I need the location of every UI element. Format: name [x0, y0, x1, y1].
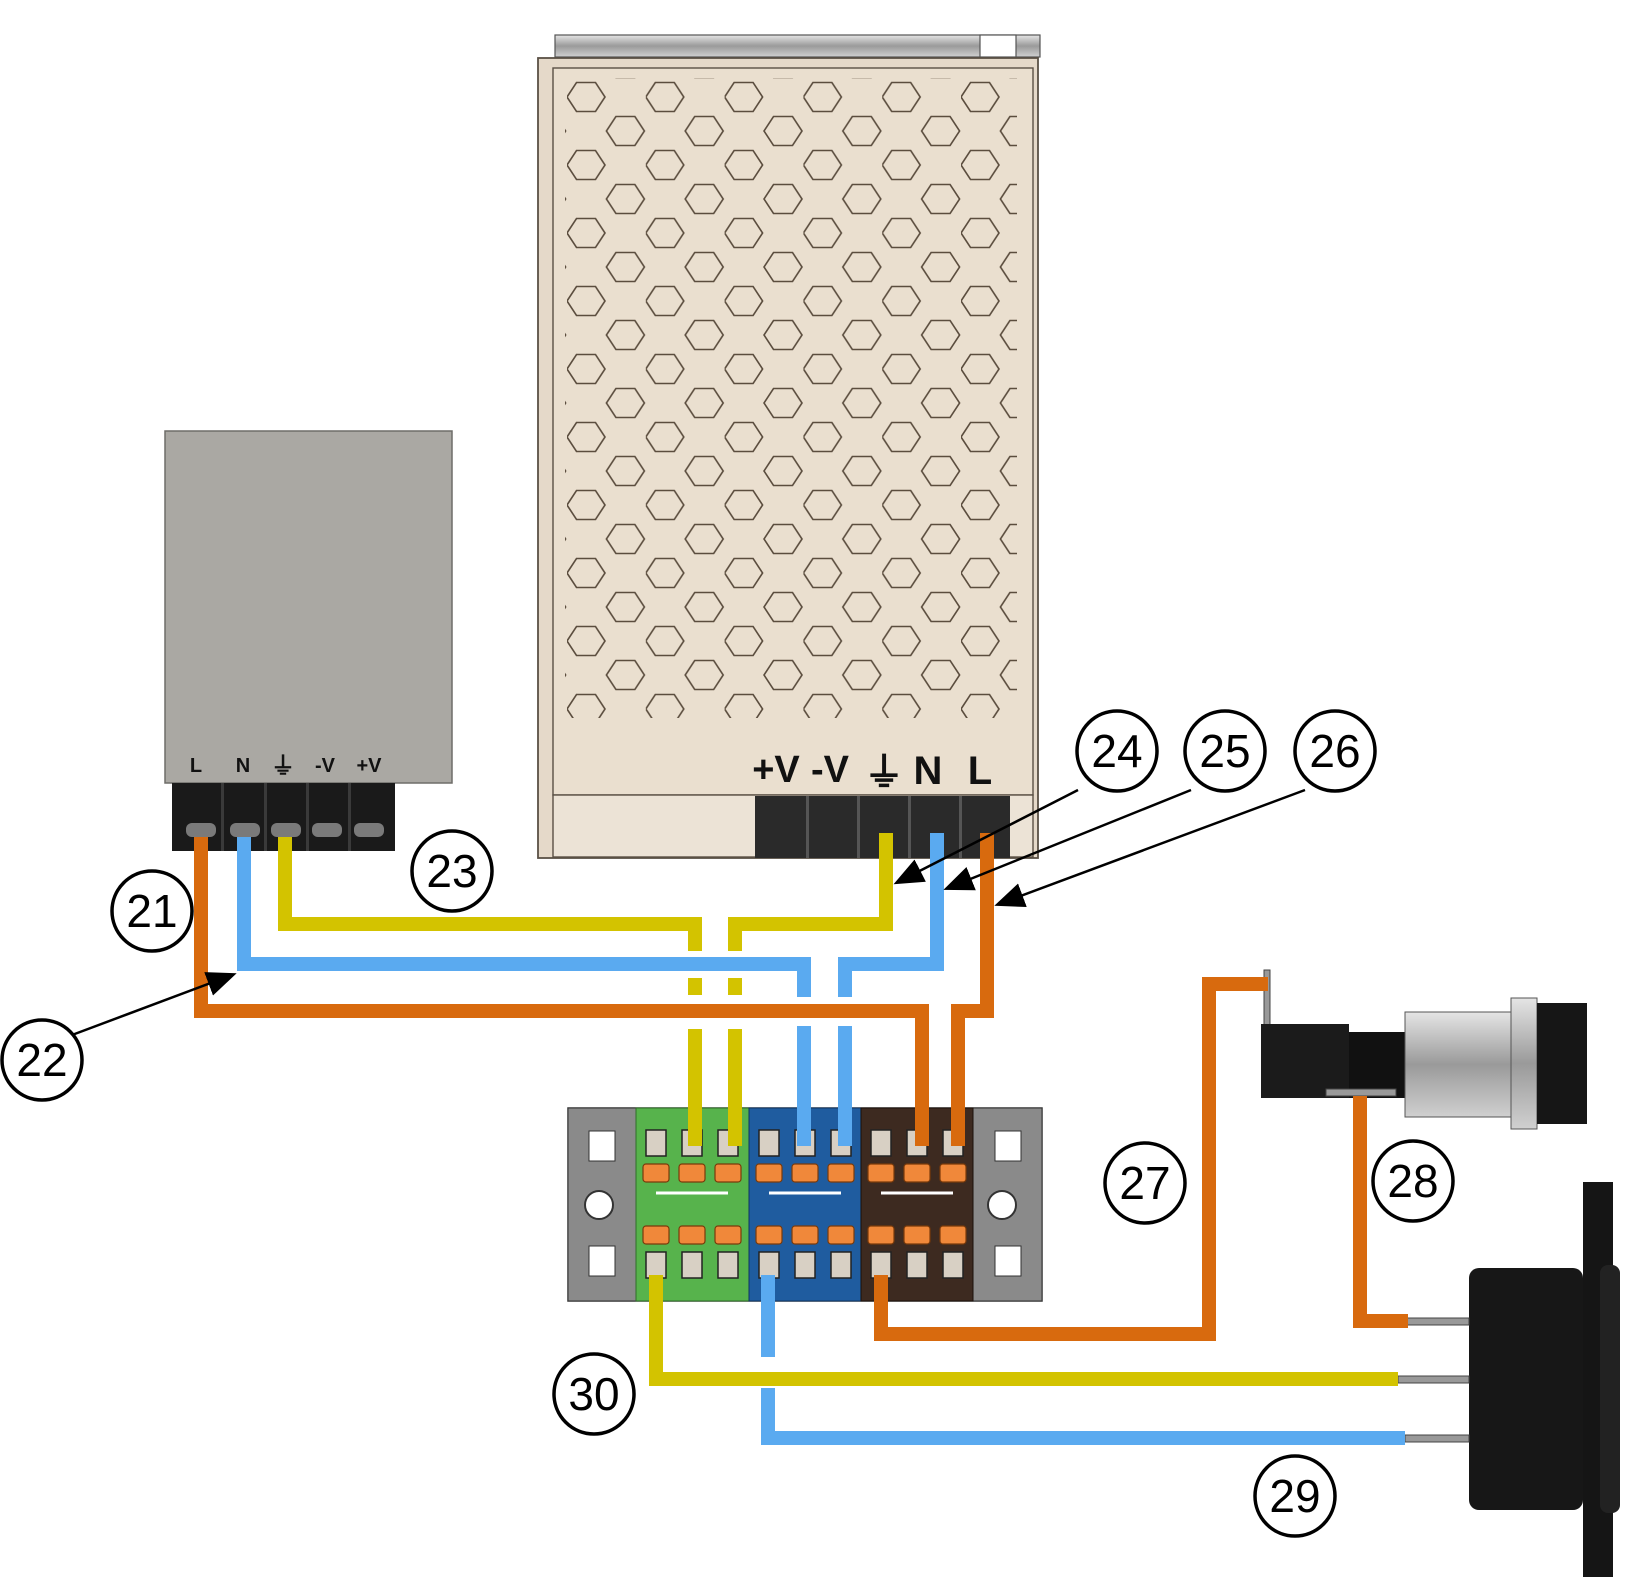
- callout-29: 29: [1253, 1454, 1337, 1538]
- wire-26-live: [951, 833, 994, 1146]
- callout-25: 25: [1183, 709, 1267, 793]
- callout-27: 27: [1103, 1141, 1187, 1225]
- end-cap-window: [994, 1130, 1022, 1162]
- iec-pin-neutral: [1404, 1434, 1470, 1443]
- wire-22-neutral: [237, 837, 811, 997]
- terminal-contact-windows: [645, 1129, 964, 1279]
- small-power-supply: L N ⏚ -V +V: [164, 430, 453, 851]
- callout-23-label: 23: [426, 845, 477, 897]
- iec-pin-live: [1404, 1317, 1470, 1326]
- fuse-holder-cap: [1537, 1003, 1587, 1124]
- callout-29-label: 29: [1269, 1470, 1320, 1522]
- callout-21-label: 21: [126, 885, 177, 937]
- end-cap-window: [588, 1245, 616, 1277]
- callout-21: 21: [110, 869, 194, 953]
- wire-25-neutral: [838, 833, 944, 997]
- callout-30: 30: [552, 1352, 636, 1436]
- small-psu-terminal-dividers: [221, 783, 351, 851]
- small-psu-label-earth: ⏚: [271, 753, 295, 780]
- large-psu-top-rail: [554, 34, 1041, 58]
- fuse-holder-shaft: [1349, 1032, 1405, 1098]
- fuse-holder-lower-tab: [1325, 1088, 1397, 1097]
- small-psu-label-minus-v: -V: [315, 755, 336, 777]
- iec-power-inlet: [1397, 1182, 1620, 1577]
- arrow-24: [893, 788, 1079, 885]
- large-psu-label-plus-v: +V: [752, 749, 800, 791]
- large-psu-label-n: N: [914, 749, 943, 793]
- large-psu-vent-grille: [565, 78, 1017, 718]
- callout-24: 24: [1075, 709, 1159, 793]
- callout-arrows: [71, 788, 1306, 1037]
- large-psu-label-minus-v: -V: [811, 749, 850, 791]
- arrow-26: [994, 788, 1306, 907]
- small-psu-body: [164, 430, 453, 784]
- wire-24-earth: [728, 833, 893, 951]
- callout-22: 22: [0, 1018, 84, 1102]
- callout-28-label: 28: [1387, 1155, 1438, 1207]
- mounting-hole-left: [584, 1190, 614, 1220]
- end-cap-window: [588, 1130, 616, 1162]
- wire-21-live: [194, 837, 929, 1146]
- wire-23-earth: [278, 837, 702, 951]
- wires: [194, 833, 1408, 1445]
- fuse-holder: [1261, 969, 1587, 1130]
- mounting-hole-right: [987, 1190, 1017, 1220]
- wire-30-earth: [649, 1275, 1398, 1386]
- fuse-holder-body: [1261, 1024, 1349, 1098]
- fuse-holder-nut: [1510, 997, 1538, 1130]
- terminal-lever-clips: [642, 1163, 967, 1245]
- small-psu-label-plus-v: +V: [356, 755, 382, 777]
- callout-25-label: 25: [1199, 725, 1250, 777]
- distribution-terminal-block: [567, 1107, 1043, 1302]
- callout-26-label: 26: [1309, 725, 1360, 777]
- arrow-25: [943, 788, 1192, 891]
- wire-29-neutral: [761, 1388, 1405, 1445]
- arrow-22: [71, 972, 237, 1037]
- callout-30-label: 30: [568, 1368, 619, 1420]
- large-psu-mount-notch: [979, 34, 1017, 58]
- iec-inlet-body: [1469, 1268, 1583, 1510]
- wire-27-live: [874, 977, 1268, 1341]
- large-psu-terminal-dividers: [806, 796, 962, 858]
- small-psu-terminal-screws: [186, 823, 384, 837]
- large-psu-label-l: L: [968, 749, 992, 793]
- fuse-holder-thread: [1404, 1011, 1512, 1118]
- iec-pin-earth: [1397, 1375, 1470, 1384]
- callout-26: 26: [1293, 709, 1377, 793]
- wire-28-live: [1353, 1096, 1408, 1328]
- large-psu-label-earth: ⏚: [864, 751, 904, 795]
- end-cap-window: [994, 1245, 1022, 1277]
- large-power-supply: +V -V ⏚ N L: [537, 34, 1041, 859]
- callout-24-label: 24: [1091, 725, 1142, 777]
- callout-22-label: 22: [16, 1034, 67, 1086]
- small-psu-label-l: L: [190, 755, 202, 777]
- callout-28: 28: [1371, 1139, 1455, 1223]
- callout-23: 23: [410, 829, 494, 913]
- small-psu-label-n: N: [236, 755, 250, 777]
- callout-27-label: 27: [1119, 1157, 1170, 1209]
- iec-inlet-front: [1600, 1265, 1620, 1513]
